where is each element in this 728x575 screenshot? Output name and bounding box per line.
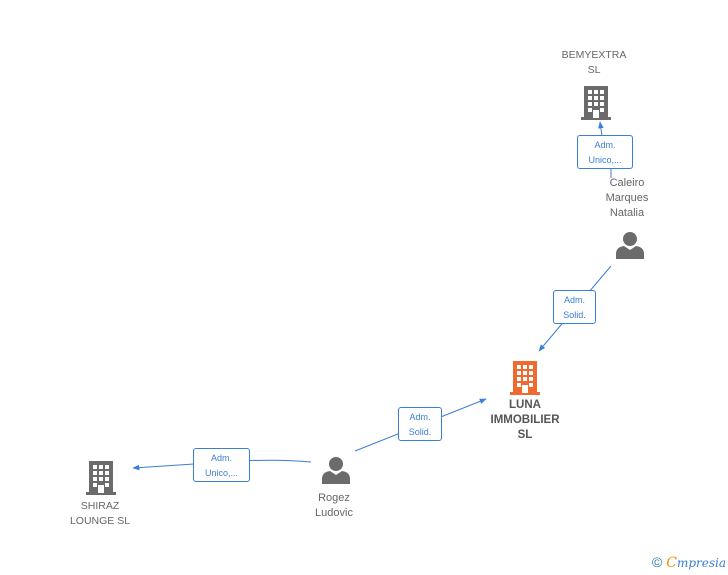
building-icon[interactable] <box>510 359 540 395</box>
brand-logo-text: mpresia <box>676 556 726 570</box>
brand-logo-e: C <box>666 555 677 571</box>
edge-label-caleiro-luna[interactable]: Adm. Solid. <box>553 290 596 324</box>
person-icon[interactable] <box>321 456 351 484</box>
person-icon[interactable] <box>615 231 645 259</box>
node-label-caleiro[interactable]: Caleiro Marques Natalia <box>605 177 649 219</box>
building-icon[interactable] <box>581 84 611 120</box>
node-label-shiraz[interactable]: SHIRAZ LOUNGE SL <box>69 500 131 527</box>
edge-label-caleiro-bemyextra[interactable]: Adm. Unico,... <box>577 135 633 169</box>
edge-label-rogez-shiraz[interactable]: Adm. Unico,... <box>193 448 250 482</box>
copyright-icon: © <box>651 554 663 570</box>
brand-footer: ©Cmpresia <box>652 554 726 571</box>
node-label-luna[interactable]: LUNA IMMOBILIER SL <box>490 399 560 441</box>
node-label-rogez[interactable]: Rogez Ludovic <box>315 492 353 519</box>
node-label-bemyextra[interactable]: BEMYEXTRA SL <box>561 49 627 76</box>
edge-label-rogez-luna[interactable]: Adm. Solid. <box>398 407 442 441</box>
building-icon[interactable] <box>86 459 116 495</box>
